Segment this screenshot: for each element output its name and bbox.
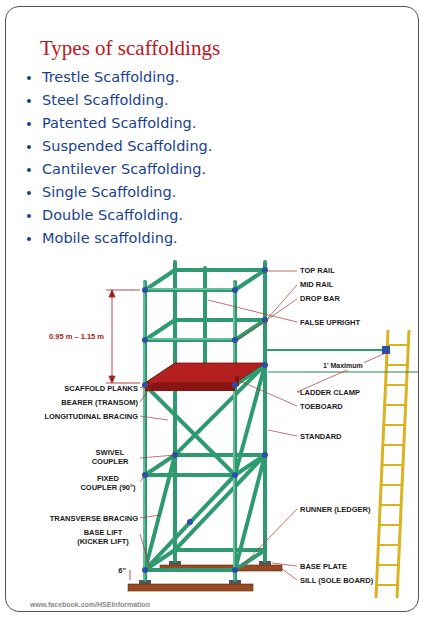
ladder-rung — [384, 424, 405, 426]
ladder-rung — [383, 444, 404, 446]
watermark: www.facebook.com/HSEInformation — [30, 600, 150, 609]
type-list: Trestle Scaffolding.Steel Scaffolding.Pa… — [22, 66, 212, 250]
ladder-rung — [386, 364, 407, 366]
dimension-label: 6" — [118, 566, 126, 575]
part-label: MID RAIL — [300, 280, 333, 289]
type-item: Cantilever Scaffolding. — [42, 158, 212, 181]
part-label: STANDARD — [300, 432, 342, 441]
part-label: TRANSVERSE BRACING — [50, 514, 138, 523]
type-item: Mobile scaffolding. — [42, 227, 212, 250]
ladder-rung — [385, 404, 406, 406]
part-label: TOEBOARD — [300, 402, 343, 411]
type-item: Single Scaffolding. — [42, 181, 212, 204]
part-label: LADDER CLAMP — [300, 388, 360, 397]
part-label: DROP BAR — [300, 294, 340, 303]
ladder-rung — [382, 464, 403, 466]
dimension-label: 0.95 m – 1.15 m — [49, 332, 104, 341]
part-label: SILL (SOLE BOARD) — [300, 576, 373, 585]
type-item: Steel Scaffolding. — [42, 89, 212, 112]
type-item: Double Scaffolding. — [42, 204, 212, 227]
type-item: Suspended Scaffolding. — [42, 135, 212, 158]
ladder-rung — [377, 564, 398, 566]
part-label: BASE LIFT (KICKER LIFT) — [68, 528, 138, 546]
part-label: RUNNER (LEDGER) — [300, 505, 370, 514]
part-label: FALSE UPRIGHT — [300, 318, 360, 327]
part-label: TOP RAIL — [300, 266, 335, 275]
ladder-rung — [379, 524, 400, 526]
part-label: BASE PLATE — [300, 562, 347, 571]
dimension-label: 1' Maximum — [322, 361, 364, 370]
part-label: SCAFFOLD PLANKS — [64, 384, 138, 393]
ladder-rung — [378, 544, 399, 546]
part-label: SWIVEL COUPLER — [82, 448, 138, 466]
part-label: FIXED COUPLER (90°) — [78, 474, 138, 492]
ladder-rung — [386, 384, 407, 386]
title: Types of scaffoldings — [40, 36, 220, 61]
ladder-rung — [381, 484, 402, 486]
part-label: LONGITUDINAL BRACING — [44, 412, 138, 421]
part-label: BEARER (TRANSOM) — [61, 398, 138, 407]
type-item: Trestle Scaffolding. — [42, 66, 212, 89]
ladder-rung — [387, 344, 408, 346]
ladder-rung — [377, 584, 398, 586]
type-item: Patented Scaffolding. — [42, 112, 212, 135]
ladder-rung — [380, 504, 401, 506]
